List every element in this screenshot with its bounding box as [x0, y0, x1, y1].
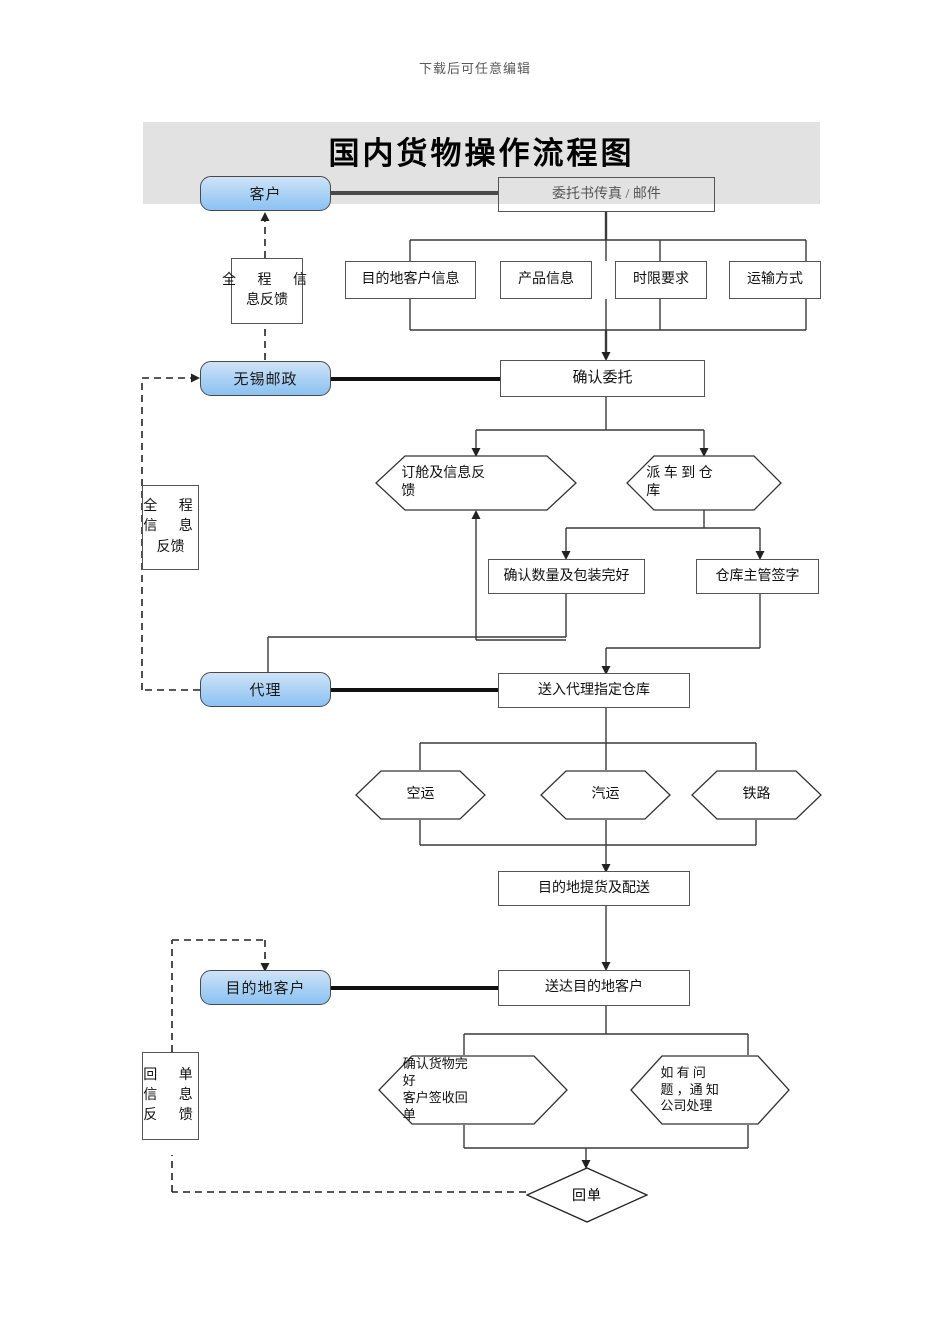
- problem-line-1: 如 有 问: [660, 1064, 706, 1080]
- node-label-booking: 订舱及信息反 馈: [401, 465, 550, 501]
- feedback-bottom-line-3: 反 馈: [143, 1108, 202, 1124]
- node-confirm-entrust[interactable]: 确认委托: [500, 360, 705, 397]
- node-label-air: 空运: [406, 786, 435, 802]
- lane-pill-dest-customer[interactable]: 目的地客户: [200, 970, 331, 1005]
- node-rail[interactable]: 铁路: [691, 770, 822, 820]
- dispatch-line-1: 派 车 到 仓: [646, 465, 713, 481]
- node-warehouse-sign[interactable]: 仓库主管签字: [696, 559, 819, 594]
- feedback-middle-line-2: 信 息: [143, 519, 202, 535]
- node-label-time-req: 时限要求: [633, 272, 689, 288]
- node-label-truck: 汽运: [591, 786, 620, 802]
- node-time-req[interactable]: 时限要求: [615, 261, 707, 299]
- hexagon-shape: [691, 770, 822, 820]
- node-label-send-agent-warehouse: 送入代理指定仓库: [538, 682, 650, 698]
- feedback-middle-line-1: 全 程: [143, 499, 202, 515]
- lane-label-customer: 客户: [249, 187, 282, 203]
- node-problem[interactable]: 如 有 问 题 ，通 知 公司处理: [630, 1055, 790, 1125]
- node-booking[interactable]: 订舱及信息反 馈: [375, 455, 577, 511]
- node-dispatch[interactable]: 派 车 到 仓 库: [626, 455, 782, 511]
- node-label-goods-ok: 确认货物完 好 客户签收回 单: [403, 1056, 544, 1124]
- node-label-rail: 铁路: [742, 786, 771, 802]
- node-dest-pickup[interactable]: 目的地提货及配送: [498, 871, 690, 906]
- node-transport-mode[interactable]: 运输方式: [729, 261, 821, 299]
- node-goods-ok[interactable]: 确认货物完 好 客户签收回 单: [378, 1055, 568, 1125]
- lane-label-agent: 代理: [249, 683, 282, 699]
- node-label-entrust-doc: 委托书传真 / 邮件: [552, 186, 661, 202]
- node-product-info[interactable]: 产品信息: [500, 261, 592, 299]
- node-check-qty[interactable]: 确认数量及包装完好: [488, 559, 645, 594]
- hexagon-shape: [378, 1055, 568, 1125]
- feedback-top-line-2: 息反馈: [246, 293, 288, 308]
- problem-line-3: 公司处理: [660, 1098, 713, 1114]
- node-receipt[interactable]: 回单: [526, 1167, 648, 1223]
- node-deliver-dest[interactable]: 送达目的地客户: [498, 970, 690, 1006]
- node-label-confirm-entrust: 确认委托: [572, 370, 633, 387]
- diamond-shape: [526, 1167, 648, 1223]
- feedback-box-middle: 全 程 信 息 反馈: [142, 485, 199, 570]
- node-label-problem: 如 有 问 题 ，通 知 公司处理: [660, 1065, 759, 1116]
- node-label-check-qty: 确认数量及包装完好: [503, 568, 630, 584]
- node-air[interactable]: 空运: [355, 770, 486, 820]
- booking-line-2: 馈: [401, 484, 416, 499]
- feedback-box-top: 全 程 信 息反馈: [222, 258, 307, 324]
- feedback-bottom-line-2: 信 息: [143, 1087, 202, 1103]
- lane-pill-agent[interactable]: 代理: [200, 672, 331, 707]
- hexagon-shape: [626, 455, 782, 511]
- hexagon-shape: [630, 1055, 790, 1125]
- goods-line-1: 确认货物完: [402, 1056, 468, 1072]
- feedback-top-line-1: 全 程 信: [222, 272, 316, 288]
- node-label-dest-info: 目的地客户信息: [361, 272, 460, 288]
- booking-line-1: 订舱及信息反: [401, 465, 486, 481]
- goods-line-2: 好: [402, 1073, 416, 1089]
- hexagon-shape: [355, 770, 486, 820]
- lane-pill-wuxi-post[interactable]: 无锡邮政: [200, 361, 331, 396]
- download-note: 下载后可任意编辑: [418, 61, 531, 76]
- hexagon-shape: [540, 770, 671, 820]
- feedback-bottom-line-1: 回 单: [143, 1067, 202, 1083]
- problem-line-2: 题 ，通 知: [660, 1081, 719, 1097]
- node-truck[interactable]: 汽运: [540, 770, 671, 820]
- node-entrust-doc[interactable]: 委托书传真 / 邮件: [498, 177, 715, 212]
- node-label-dispatch: 派 车 到 仓 库: [646, 465, 761, 501]
- node-label-product-info: 产品信息: [518, 272, 574, 288]
- goods-line-3: 客户签收回: [402, 1090, 468, 1105]
- node-label-warehouse-sign: 仓库主管签字: [715, 568, 800, 584]
- hexagon-shape: [375, 455, 577, 511]
- node-label-deliver-dest: 送达目的地客户: [545, 980, 643, 996]
- feedback-middle-line-3: 反馈: [156, 539, 185, 555]
- page-title: 国内货物操作流程图: [328, 136, 635, 171]
- node-send-agent-warehouse[interactable]: 送入代理指定仓库: [498, 673, 690, 708]
- node-dest-info[interactable]: 目的地客户信息: [345, 261, 476, 299]
- lane-pill-customer[interactable]: 客户: [200, 176, 331, 211]
- feedback-box-bottom: 回 单 信 息 反 馈: [142, 1052, 199, 1140]
- dispatch-line-2: 库: [646, 484, 661, 499]
- node-label-transport-mode: 运输方式: [747, 272, 803, 288]
- goods-line-4: 单: [402, 1106, 416, 1122]
- node-label-dest-pickup: 目的地提货及配送: [538, 880, 650, 896]
- lane-label-dest-customer: 目的地客户: [225, 981, 306, 997]
- node-label-receipt: 回单: [572, 1189, 602, 1204]
- lane-label-wuxi-post: 无锡邮政: [233, 372, 298, 388]
